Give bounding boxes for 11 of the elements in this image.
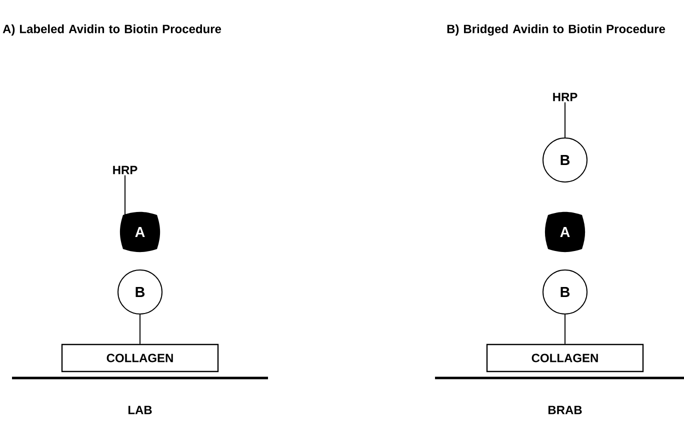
panel-title: A) Labeled Avidin to Biotin Procedure xyxy=(2,24,222,36)
node-label: HRP xyxy=(553,92,578,102)
panel-title: B) Bridged Avidin to Biotin Procedure xyxy=(447,24,666,36)
method-label: LAB xyxy=(128,406,152,414)
connector-line xyxy=(564,314,566,344)
collagen-box: COLLAGEN xyxy=(486,344,644,372)
collagen-box: COLLAGEN xyxy=(61,344,219,372)
node-label: HRP xyxy=(113,166,138,174)
method-label: BRAB xyxy=(548,406,582,414)
connector-line xyxy=(564,102,566,138)
connector-line xyxy=(124,174,126,216)
